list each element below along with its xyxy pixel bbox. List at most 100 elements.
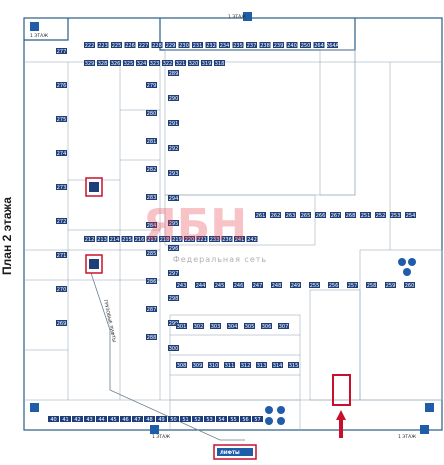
svg-text:264: 264 bbox=[314, 43, 324, 49]
unit-label: 294 bbox=[168, 195, 179, 202]
svg-text:54: 54 bbox=[218, 417, 224, 423]
unit-label: 252 bbox=[375, 212, 386, 219]
svg-text:257: 257 bbox=[348, 283, 358, 289]
unit-label: 282 bbox=[146, 166, 157, 173]
svg-text:236: 236 bbox=[222, 237, 232, 243]
svg-text:53: 53 bbox=[206, 417, 212, 423]
unit-label: 254 bbox=[405, 212, 416, 219]
unit-label: 305 bbox=[244, 323, 255, 330]
unit-label: 275 bbox=[56, 116, 67, 123]
unit-label: 240 bbox=[286, 42, 298, 49]
unit-label: 264 bbox=[313, 42, 325, 49]
svg-text:52: 52 bbox=[194, 417, 200, 423]
svg-text:262: 262 bbox=[271, 213, 281, 219]
svg-text:223: 223 bbox=[98, 43, 108, 49]
unit-label: 264A bbox=[326, 42, 340, 49]
svg-text:225: 225 bbox=[112, 43, 122, 49]
unit-label: 326 bbox=[110, 60, 121, 67]
unit-label: 226 bbox=[124, 42, 136, 49]
svg-text:244: 244 bbox=[196, 283, 206, 289]
unit-label: 229 bbox=[165, 42, 176, 49]
unit-label: 304 bbox=[227, 323, 238, 330]
svg-text:248: 248 bbox=[272, 283, 282, 289]
svg-text:298: 298 bbox=[169, 296, 179, 302]
unit-label: 49 bbox=[156, 416, 167, 423]
svg-text:315: 315 bbox=[289, 363, 299, 369]
svg-text:329: 329 bbox=[85, 61, 95, 67]
unit-label: 248 bbox=[271, 282, 282, 289]
restroom-icons bbox=[30, 258, 434, 425]
svg-text:241: 241 bbox=[235, 237, 245, 243]
svg-text:42: 42 bbox=[74, 417, 80, 423]
unit-label: 320 bbox=[188, 60, 199, 67]
unit-label: 242 bbox=[246, 236, 258, 243]
unit-label: 244 bbox=[195, 282, 206, 289]
unit-label: 57 bbox=[252, 416, 263, 423]
svg-text:265: 265 bbox=[301, 213, 311, 219]
unit-label: 329 bbox=[84, 60, 95, 67]
unit-label: 299 bbox=[168, 320, 179, 327]
svg-text:302: 302 bbox=[194, 324, 204, 330]
unit-label: 261 bbox=[255, 212, 266, 219]
svg-text:268: 268 bbox=[346, 213, 356, 219]
unit-label: 227 bbox=[138, 42, 149, 49]
svg-text:56: 56 bbox=[242, 417, 248, 423]
svg-text:264A: 264A bbox=[326, 43, 340, 49]
svg-text:283: 283 bbox=[147, 195, 157, 201]
svg-text:50: 50 bbox=[170, 417, 176, 423]
svg-text:240: 240 bbox=[287, 43, 297, 49]
unit-label: 295 bbox=[168, 220, 179, 227]
unit-label: 291 bbox=[168, 120, 179, 127]
svg-text:296: 296 bbox=[169, 246, 179, 252]
unit-label: 41 bbox=[60, 416, 71, 423]
svg-text:307: 307 bbox=[279, 324, 289, 330]
unit-label: 283 bbox=[146, 194, 157, 201]
unit-label: 238 bbox=[259, 42, 271, 49]
svg-text:306: 306 bbox=[262, 324, 272, 330]
svg-text:263: 263 bbox=[286, 213, 296, 219]
unit-label: 322 bbox=[162, 60, 173, 67]
unit-label: 221 bbox=[196, 236, 208, 243]
unit-label: 298 bbox=[168, 295, 179, 302]
unit-label: 309 bbox=[192, 362, 203, 369]
unit-label: 231 bbox=[192, 42, 203, 49]
unit-label: 306 bbox=[261, 323, 272, 330]
unit-label: 318 bbox=[214, 60, 225, 67]
unit-label: 300 bbox=[168, 345, 179, 352]
svg-text:234: 234 bbox=[220, 43, 230, 49]
unit-label: 272 bbox=[56, 218, 67, 225]
svg-text:232: 232 bbox=[206, 43, 216, 49]
svg-text:290: 290 bbox=[169, 96, 179, 102]
svg-text:326: 326 bbox=[111, 61, 121, 67]
unit-label: 260 bbox=[404, 282, 415, 289]
svg-text:256: 256 bbox=[329, 283, 339, 289]
unit-label: 269 bbox=[56, 320, 67, 327]
svg-text:301: 301 bbox=[177, 324, 187, 330]
svg-text:215: 215 bbox=[122, 237, 132, 243]
svg-text:274: 274 bbox=[57, 151, 67, 157]
svg-text:277: 277 bbox=[57, 49, 67, 55]
svg-text:304: 304 bbox=[228, 324, 238, 330]
unit-label: 256 bbox=[328, 282, 339, 289]
unit-label: 53 bbox=[204, 416, 215, 423]
svg-text:235: 235 bbox=[233, 43, 243, 49]
unit-label: 267 bbox=[330, 212, 341, 219]
unit-label: 232 bbox=[205, 42, 217, 49]
unit-label: 246 bbox=[233, 282, 244, 289]
svg-text:323: 323 bbox=[150, 61, 160, 67]
svg-text:214: 214 bbox=[110, 237, 120, 243]
unit-label: 45 bbox=[108, 416, 119, 423]
unit-label: 289 bbox=[168, 70, 179, 77]
svg-text:252: 252 bbox=[376, 213, 386, 219]
unit-label: 307 bbox=[278, 323, 289, 330]
unit-label: 233 bbox=[209, 236, 220, 243]
svg-text:45: 45 bbox=[110, 417, 116, 423]
unit-label: 44 bbox=[96, 416, 107, 423]
unit-label: 290 bbox=[168, 95, 179, 102]
svg-text:233: 233 bbox=[210, 237, 220, 243]
unit-label: 215 bbox=[121, 236, 133, 243]
unit-label: 47 bbox=[132, 416, 143, 423]
unit-label: 308 bbox=[176, 362, 187, 369]
highlighted-unit bbox=[332, 374, 351, 438]
passenger-lift-boxes bbox=[85, 177, 103, 274]
